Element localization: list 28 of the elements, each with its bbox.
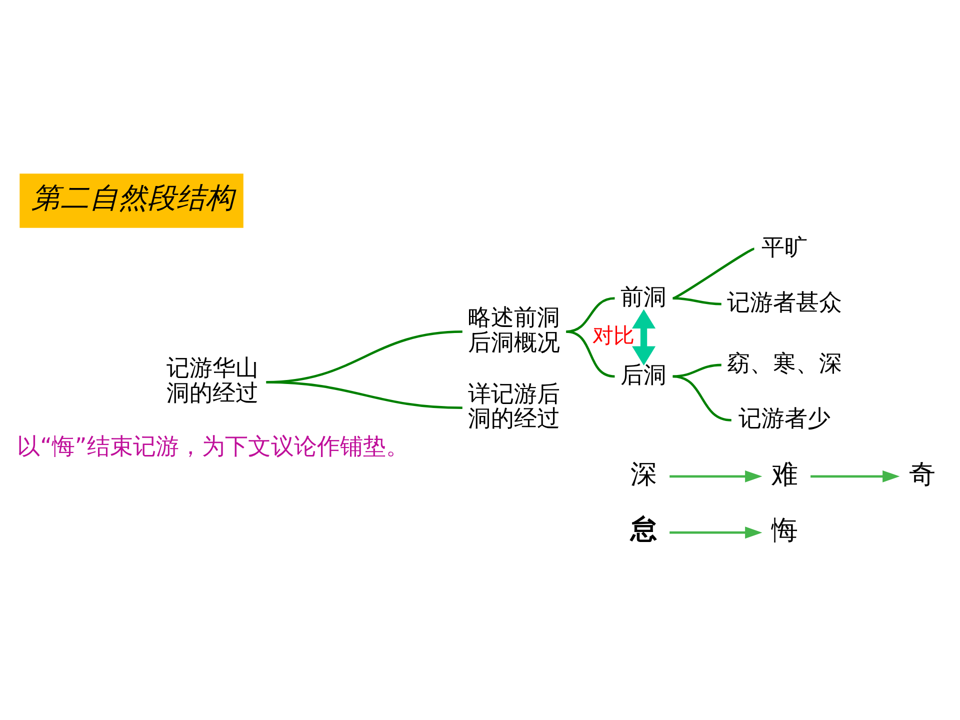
arrow (810, 470, 900, 482)
node-text: 记游华山洞的经过 (166, 356, 259, 406)
caption: 以“悔”结束记游，为下文议论作铺垫。 (17, 434, 409, 460)
node-text: 窈、寒、深 (727, 350, 842, 377)
node-text: 平旷 (761, 234, 808, 261)
node-text: 深 (630, 458, 658, 490)
connector (672, 297, 722, 306)
diagram-title: 第二自然段结构 (32, 180, 235, 214)
node-text: 难 (771, 458, 798, 490)
node-text: 前洞 (620, 284, 666, 310)
node-text: 记游者甚众 (727, 290, 842, 316)
connector (266, 380, 462, 410)
arrow (670, 470, 762, 482)
connector (672, 364, 722, 378)
node-text: 怠 (630, 514, 658, 546)
node-text: 略述前洞后洞概况 (468, 305, 560, 356)
connector (672, 248, 755, 300)
connector (672, 375, 732, 422)
node-text: 悔 (771, 515, 798, 546)
arrow (670, 526, 762, 539)
node-text: 详记游后洞的经过 (468, 381, 560, 432)
node-text: 奇 (908, 458, 936, 490)
node-text: 记游者少 (738, 406, 831, 432)
edge-label: 对比 (592, 324, 634, 348)
connector (566, 297, 615, 333)
arrow (632, 309, 656, 366)
node-text: 后洞 (620, 362, 666, 388)
connector (566, 330, 615, 378)
